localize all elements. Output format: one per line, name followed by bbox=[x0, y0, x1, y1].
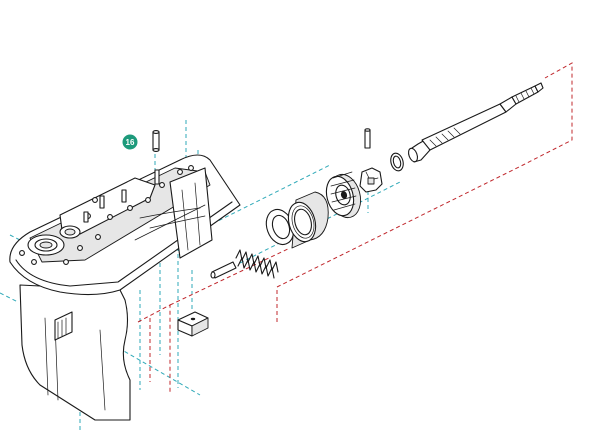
callout-16-label: 16 bbox=[126, 138, 135, 147]
spring bbox=[235, 249, 279, 279]
bearing bbox=[287, 191, 329, 249]
clutch-dog bbox=[359, 167, 383, 193]
thrust-washer bbox=[265, 208, 295, 246]
dowel-pin bbox=[152, 130, 160, 152]
teal-alignment-lines bbox=[0, 120, 401, 433]
gear-case-housing bbox=[9, 154, 241, 421]
forward-gear bbox=[325, 171, 362, 219]
propeller-shaft bbox=[407, 82, 544, 163]
callout-16-badge bbox=[122, 134, 138, 150]
callout-16[interactable]: 16 bbox=[122, 134, 138, 150]
red-leader-lines bbox=[137, 62, 573, 392]
retaining-ring bbox=[390, 152, 404, 172]
square-nut bbox=[177, 311, 209, 337]
deck-bolt-holes bbox=[19, 165, 194, 265]
push-rod bbox=[210, 261, 237, 279]
cross-pin bbox=[364, 128, 371, 149]
deck-studs bbox=[83, 169, 160, 223]
